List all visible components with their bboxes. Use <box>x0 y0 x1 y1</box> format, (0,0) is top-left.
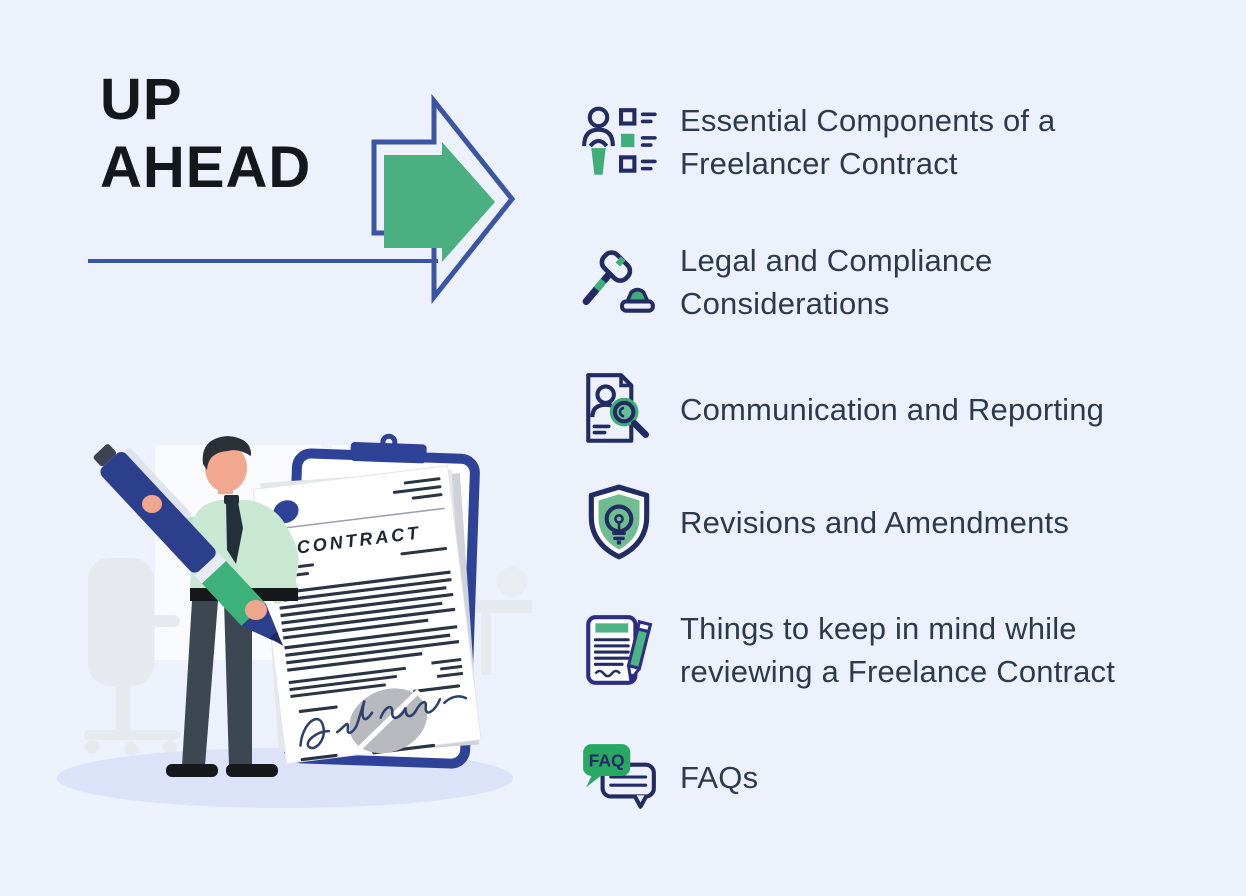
shoe <box>166 764 218 777</box>
topic-label: FAQs <box>680 759 759 795</box>
topic-label: Revisions and Amendments <box>680 504 1070 540</box>
contract-signing-illustration: CONTRACT <box>57 433 532 808</box>
note-pencil-icon <box>586 615 653 685</box>
signature <box>299 695 468 750</box>
office-chair <box>84 558 180 756</box>
person-checklist-icon <box>582 106 657 175</box>
topic-item: Legal and Compliance Considerations <box>578 238 993 328</box>
hand <box>142 495 162 513</box>
document-search-icon <box>586 373 649 443</box>
topic-item: Communication and Reporting <box>578 365 1104 455</box>
shoe <box>226 764 278 777</box>
topic-item: Essential Components of a Freelancer Con… <box>578 98 1056 188</box>
leg <box>182 601 218 766</box>
topic-label: Legal and Compliance Considerations <box>680 243 993 321</box>
face <box>205 444 247 492</box>
faq-bubbles-icon: FAQ <box>583 744 656 809</box>
title-underline <box>88 259 438 263</box>
topic-label: Communication and Reporting <box>680 391 1105 427</box>
page-title: UP AHEAD <box>100 67 312 200</box>
topic-item: Things to keep in mind while reviewing a… <box>578 606 1115 696</box>
desk-shelf <box>470 567 532 675</box>
topic-item: FAQ FAQs <box>578 733 758 823</box>
topic-label: Essential Components of a Freelancer Con… <box>680 103 1056 181</box>
gavel-icon <box>582 250 655 313</box>
topic-item: Revisions and Amendments <box>578 478 1069 568</box>
shield-idea-icon <box>588 484 650 560</box>
faq-badge-text: FAQ <box>589 751 625 771</box>
contract-paper: CONTRACT <box>252 465 482 765</box>
arrow-fill <box>384 142 495 262</box>
contract-text-lines <box>277 570 460 672</box>
man-figure <box>148 436 299 777</box>
tie <box>226 502 243 564</box>
leg <box>224 601 252 766</box>
hair <box>202 436 252 470</box>
giant-pen <box>93 444 284 646</box>
topic-label: Things to keep in mind while reviewing a… <box>680 611 1116 689</box>
hand <box>245 600 267 620</box>
